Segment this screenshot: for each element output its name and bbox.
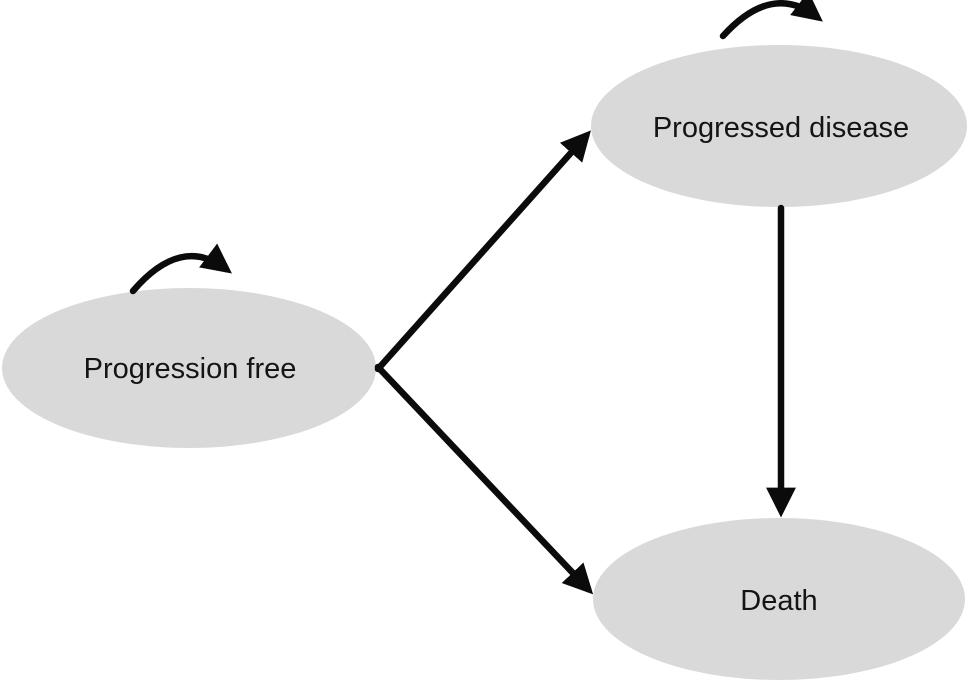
state-node-death	[593, 518, 965, 680]
self-loop-arrow-progression-free	[129, 243, 232, 295]
state-node-progression-free	[2, 288, 376, 448]
state-node-progressed-disease	[591, 45, 967, 207]
arrow-progression-free-to-progressed-disease	[374, 130, 591, 373]
arrow-progression-free-to-death	[374, 363, 594, 595]
self-loop-arrow-progressed-disease	[719, 0, 823, 40]
state-label-progression-free: Progression free	[84, 353, 297, 385]
state-label-death: Death	[740, 585, 817, 617]
state-label-progressed-disease: Progressed disease	[653, 112, 909, 144]
